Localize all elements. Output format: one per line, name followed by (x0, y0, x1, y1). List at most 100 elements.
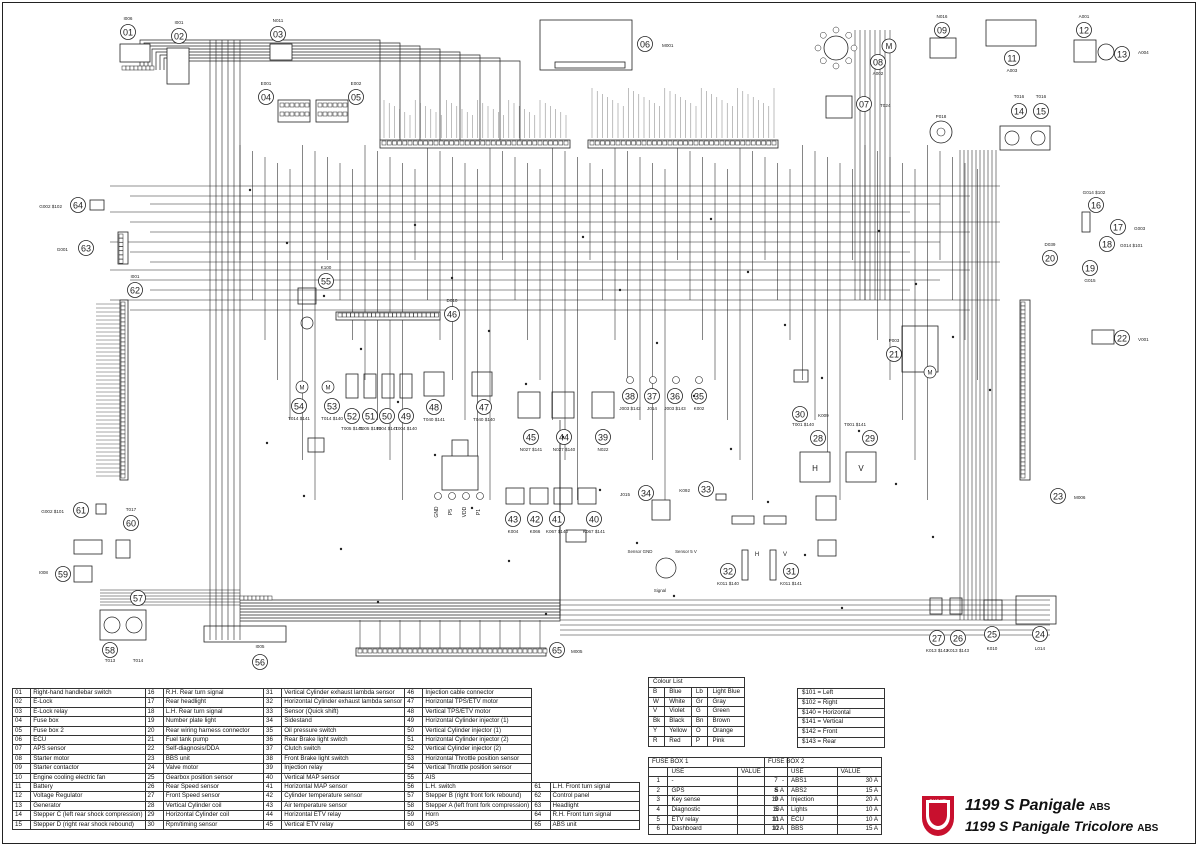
legend-name: Gearbox position sensor (162, 772, 265, 784)
lambda-connector-1 (731, 515, 755, 525)
component-code: T005 $141 (341, 426, 363, 431)
legend-name: Oil pressure switch (281, 725, 406, 737)
connector-pin (120, 321, 126, 327)
legend-name: Sensor (Quick shift) (281, 706, 406, 718)
component-number-circle (810, 430, 826, 446)
component-number: 59 (58, 570, 68, 580)
connector-pin (120, 469, 126, 475)
legend-name: Starter contactor (30, 763, 146, 774)
connector-pin (120, 397, 126, 403)
legend-name (550, 773, 639, 782)
cooling-fan-symbol (929, 120, 953, 144)
legend-name (550, 745, 639, 754)
connector-pin (409, 312, 414, 318)
component-number-circle (362, 408, 378, 424)
connector-pin (442, 648, 448, 654)
model-title-2: 1199 S Panigale Tricolore ABS (965, 818, 1159, 834)
connector-pin (417, 312, 423, 318)
connector-pin (433, 140, 439, 146)
connector-pin (367, 312, 372, 318)
component-code: K100 (321, 265, 332, 270)
connector-pin (672, 140, 678, 146)
component-number: 40 (589, 515, 599, 525)
legend-name: Clutch switch (281, 744, 406, 755)
connector-pin (120, 421, 126, 427)
connector-pin (375, 312, 381, 318)
component-number: 28 (813, 434, 823, 444)
connector-pin (388, 312, 393, 318)
component-number: 34 (641, 489, 651, 499)
coil-connector-body (815, 495, 837, 521)
connector-pin (730, 140, 735, 146)
connector-pin (532, 140, 538, 146)
connector-pin (120, 429, 126, 435)
component-number-circle (258, 89, 274, 105)
pin-label: Signal (654, 588, 666, 593)
connector-pin (267, 595, 273, 601)
connector-pin (430, 312, 435, 318)
fuse-cell: 10 (764, 804, 788, 816)
component-number: 36 (670, 392, 680, 402)
legend-code: 20 (144, 725, 164, 737)
wire-junction (635, 541, 639, 545)
legend-name (550, 764, 639, 773)
connector-pin (1020, 409, 1026, 415)
connector-pin (397, 140, 402, 146)
fuse-cell: Key sense (667, 795, 738, 806)
legend-code: 37 (263, 744, 283, 755)
pin-label: Sensor 5 V (675, 549, 697, 554)
grip-pin-label: P1 (476, 509, 482, 515)
legend-code: 32 (263, 697, 283, 708)
component-code: N027 $140 (553, 447, 576, 452)
injector-body (399, 373, 413, 399)
component-code: J003 $143 (664, 406, 686, 411)
grip-pin (462, 492, 470, 500)
colour-cell: Gr (690, 696, 709, 708)
connector-pin (407, 140, 413, 146)
connector-pin (120, 365, 126, 371)
component-code: G002 $102 (39, 204, 62, 209)
ecu-connector-b (587, 139, 779, 149)
component-code: I006 (124, 16, 133, 21)
component-number: 42 (530, 515, 540, 525)
legend-code: 54 (404, 763, 424, 774)
colour-cell: Bk (647, 716, 666, 727)
connector-pin (610, 140, 616, 146)
connector-pin (120, 405, 126, 411)
connector-pin (620, 140, 626, 146)
legend-name: Injection relay (281, 763, 406, 774)
component-code: T001 $141 (844, 422, 866, 427)
connector-pin (1020, 397, 1026, 403)
connector-pin (379, 312, 385, 318)
colour-cell: Pink (707, 735, 746, 747)
connector-pin (1020, 401, 1026, 407)
component-code: I001 (131, 274, 140, 279)
legend-code: 24 (144, 763, 164, 774)
component-code: J003 $142 (619, 406, 641, 411)
turn-signal-body (95, 503, 107, 515)
legend-name: Stepper C (left rear shock compression) (30, 810, 146, 821)
connector-pin (327, 102, 333, 108)
wire-junction (766, 500, 770, 504)
component-code: T017 (126, 507, 137, 512)
fuse-cell: 7 (764, 776, 788, 787)
connector-pin (402, 648, 408, 654)
connector-pin (462, 648, 468, 654)
component-code: P018 (936, 114, 947, 119)
component-code: M005 (571, 649, 583, 654)
connector-pin (243, 595, 249, 601)
legend-code: 65 (531, 819, 551, 831)
connector-pin (377, 648, 383, 654)
fuse-cell: ABS1 (786, 776, 838, 787)
connector-pin (120, 345, 126, 351)
component-number: 62 (130, 286, 140, 296)
connector-pin (522, 648, 528, 654)
legend-code: 28 (144, 800, 164, 812)
component-number-circle (886, 346, 902, 362)
component-number: 21 (889, 350, 899, 360)
connector-pin (279, 111, 285, 117)
elock-relay-body (269, 43, 293, 61)
